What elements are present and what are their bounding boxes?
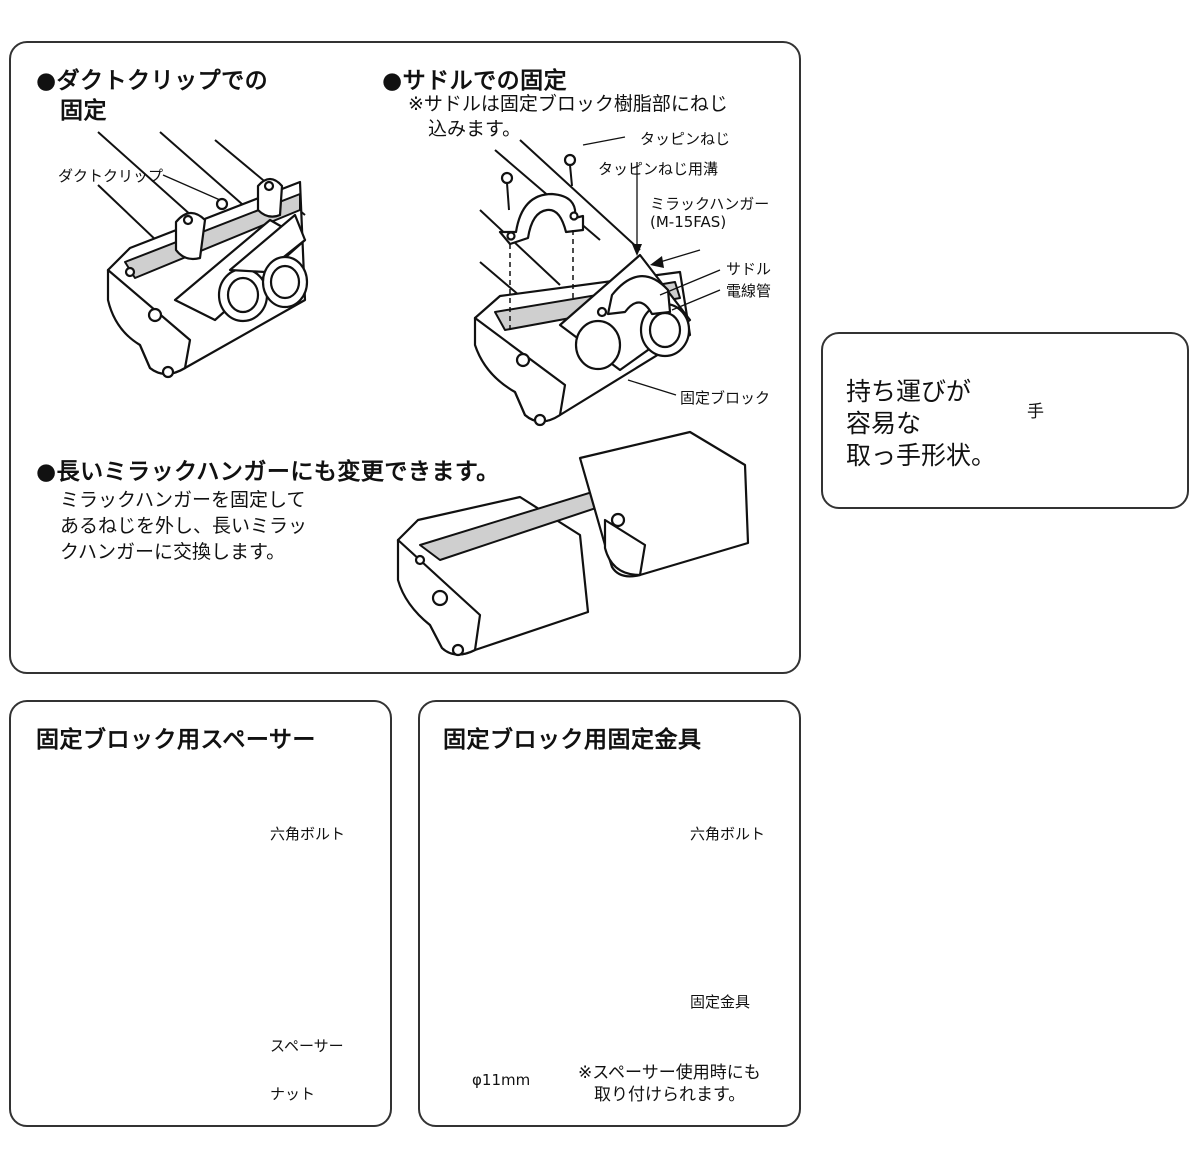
label-hanger-line1: ミラックハンガー [650, 195, 770, 213]
handle-text-line3: 取っ手形状。 [846, 441, 997, 470]
saddle-note-line1: ※サドルは固定ブロック樹脂部にねじ [408, 93, 728, 115]
spacer-label-bolt: 六角ボルト [270, 825, 346, 843]
duct-clip-heading-line1: ●ダクトクリップでの [36, 68, 269, 94]
saddle-note-line2: 込みます。 [428, 118, 522, 140]
long-hanger-heading: ●長いミラックハンガーにも変更できます。 [36, 459, 500, 485]
bracket-hole-label: φ11mm [472, 1071, 531, 1089]
bracket-panel [418, 700, 801, 1127]
handle-text-line1: 持ち運びが [846, 377, 972, 406]
handle-panel [821, 332, 1189, 509]
bracket-note-line2: 取り付けられます。 [594, 1085, 746, 1105]
spacer-label-spacer: スペーサー [270, 1037, 344, 1055]
label-conduit: 電線管 [726, 282, 772, 300]
spacer-label-nut: ナット [270, 1085, 316, 1103]
label-hanger-line2: (M-15FAS) [650, 213, 727, 231]
bracket-note-line1: ※スペーサー使用時にも [578, 1063, 761, 1083]
handle-text-line2: 容易な [846, 409, 922, 438]
label-duct-clip: ダクトクリップ [58, 167, 164, 185]
label-saddle: サドル [726, 260, 772, 278]
saddle-illustration [473, 136, 721, 427]
long-hanger-body-line2: あるねじを外し、長いミラッ [60, 515, 308, 537]
saddle-heading: ●サドルでの固定 [382, 68, 568, 94]
long-hanger-body-line3: クハンガーに交換します。 [60, 541, 286, 563]
long-hanger-illustration [396, 430, 750, 657]
hand-label: 手 [1027, 402, 1044, 422]
spacer-heading: 固定ブロック用スペーサー [36, 727, 316, 753]
bracket-label-bolt: 六角ボルト [690, 825, 766, 843]
duct-clip-heading-line2: 固定 [60, 98, 107, 124]
bracket-heading: 固定ブロック用固定金具 [443, 727, 702, 753]
duct-clip-leader [162, 174, 221, 201]
label-tappin-screw: タッピンねじ [640, 130, 731, 148]
duct-clip-illustration [97, 131, 309, 379]
long-hanger-body-line1: ミラックハンガーを固定して [60, 489, 306, 511]
bracket-label-fixed-bracket: 固定金具 [690, 993, 751, 1011]
label-tappin-groove: タッピンねじ用溝 [598, 160, 719, 178]
label-fixed-block: 固定ブロック [680, 389, 771, 407]
spacer-panel [9, 700, 392, 1127]
